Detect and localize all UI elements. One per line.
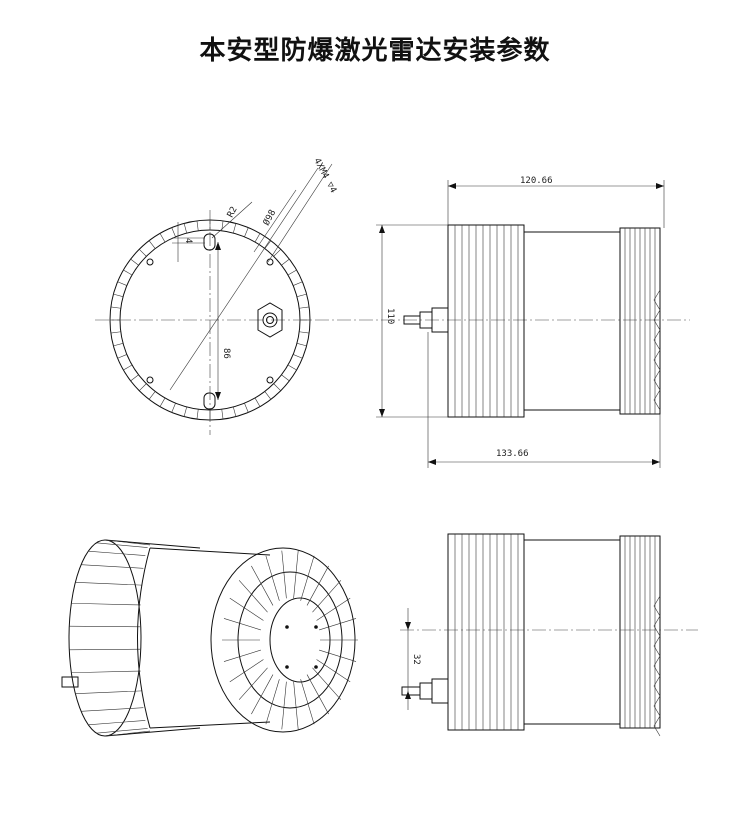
iso-connector <box>61 676 79 688</box>
bolt-spacing-label: 86 <box>221 348 231 359</box>
side-view-bottom-fins <box>454 534 519 730</box>
mount-hole <box>266 258 274 266</box>
total-length-label: 133.66 <box>496 449 529 459</box>
connector-nut <box>257 302 283 338</box>
cable-gland-bottom <box>431 678 449 704</box>
side-view-bottom-head <box>624 536 661 737</box>
diameter-leader <box>169 167 319 391</box>
side-offset-label: 32 <box>411 654 421 665</box>
side-view: 120.66 133.66 110 <box>376 176 665 468</box>
side-view-fins <box>454 225 519 417</box>
side-view-bottom: 32 <box>400 533 698 737</box>
front-view: 86 4 R2 Ø98 4XM4 ▽4 <box>95 157 690 435</box>
diameter-label: Ø98 <box>261 208 278 228</box>
radius-label: R2 <box>226 205 240 219</box>
mount-hole <box>146 258 154 266</box>
front-view-teeth <box>110 220 310 420</box>
isometric-view <box>61 539 358 737</box>
mount-slot-top <box>203 233 216 251</box>
iso-front-fins <box>222 550 358 730</box>
side-view-head <box>624 228 661 414</box>
mount-hole <box>146 376 154 384</box>
mount-hole <box>266 376 274 384</box>
height-label: 110 <box>385 308 395 324</box>
iso-back-fins <box>69 539 151 737</box>
mount-slot-bottom <box>203 392 216 410</box>
page-title: 本安型防爆激光雷达安装参数 <box>199 36 551 66</box>
small-offset-label: 4 <box>183 238 193 243</box>
top-width-label: 120.66 <box>520 176 553 186</box>
